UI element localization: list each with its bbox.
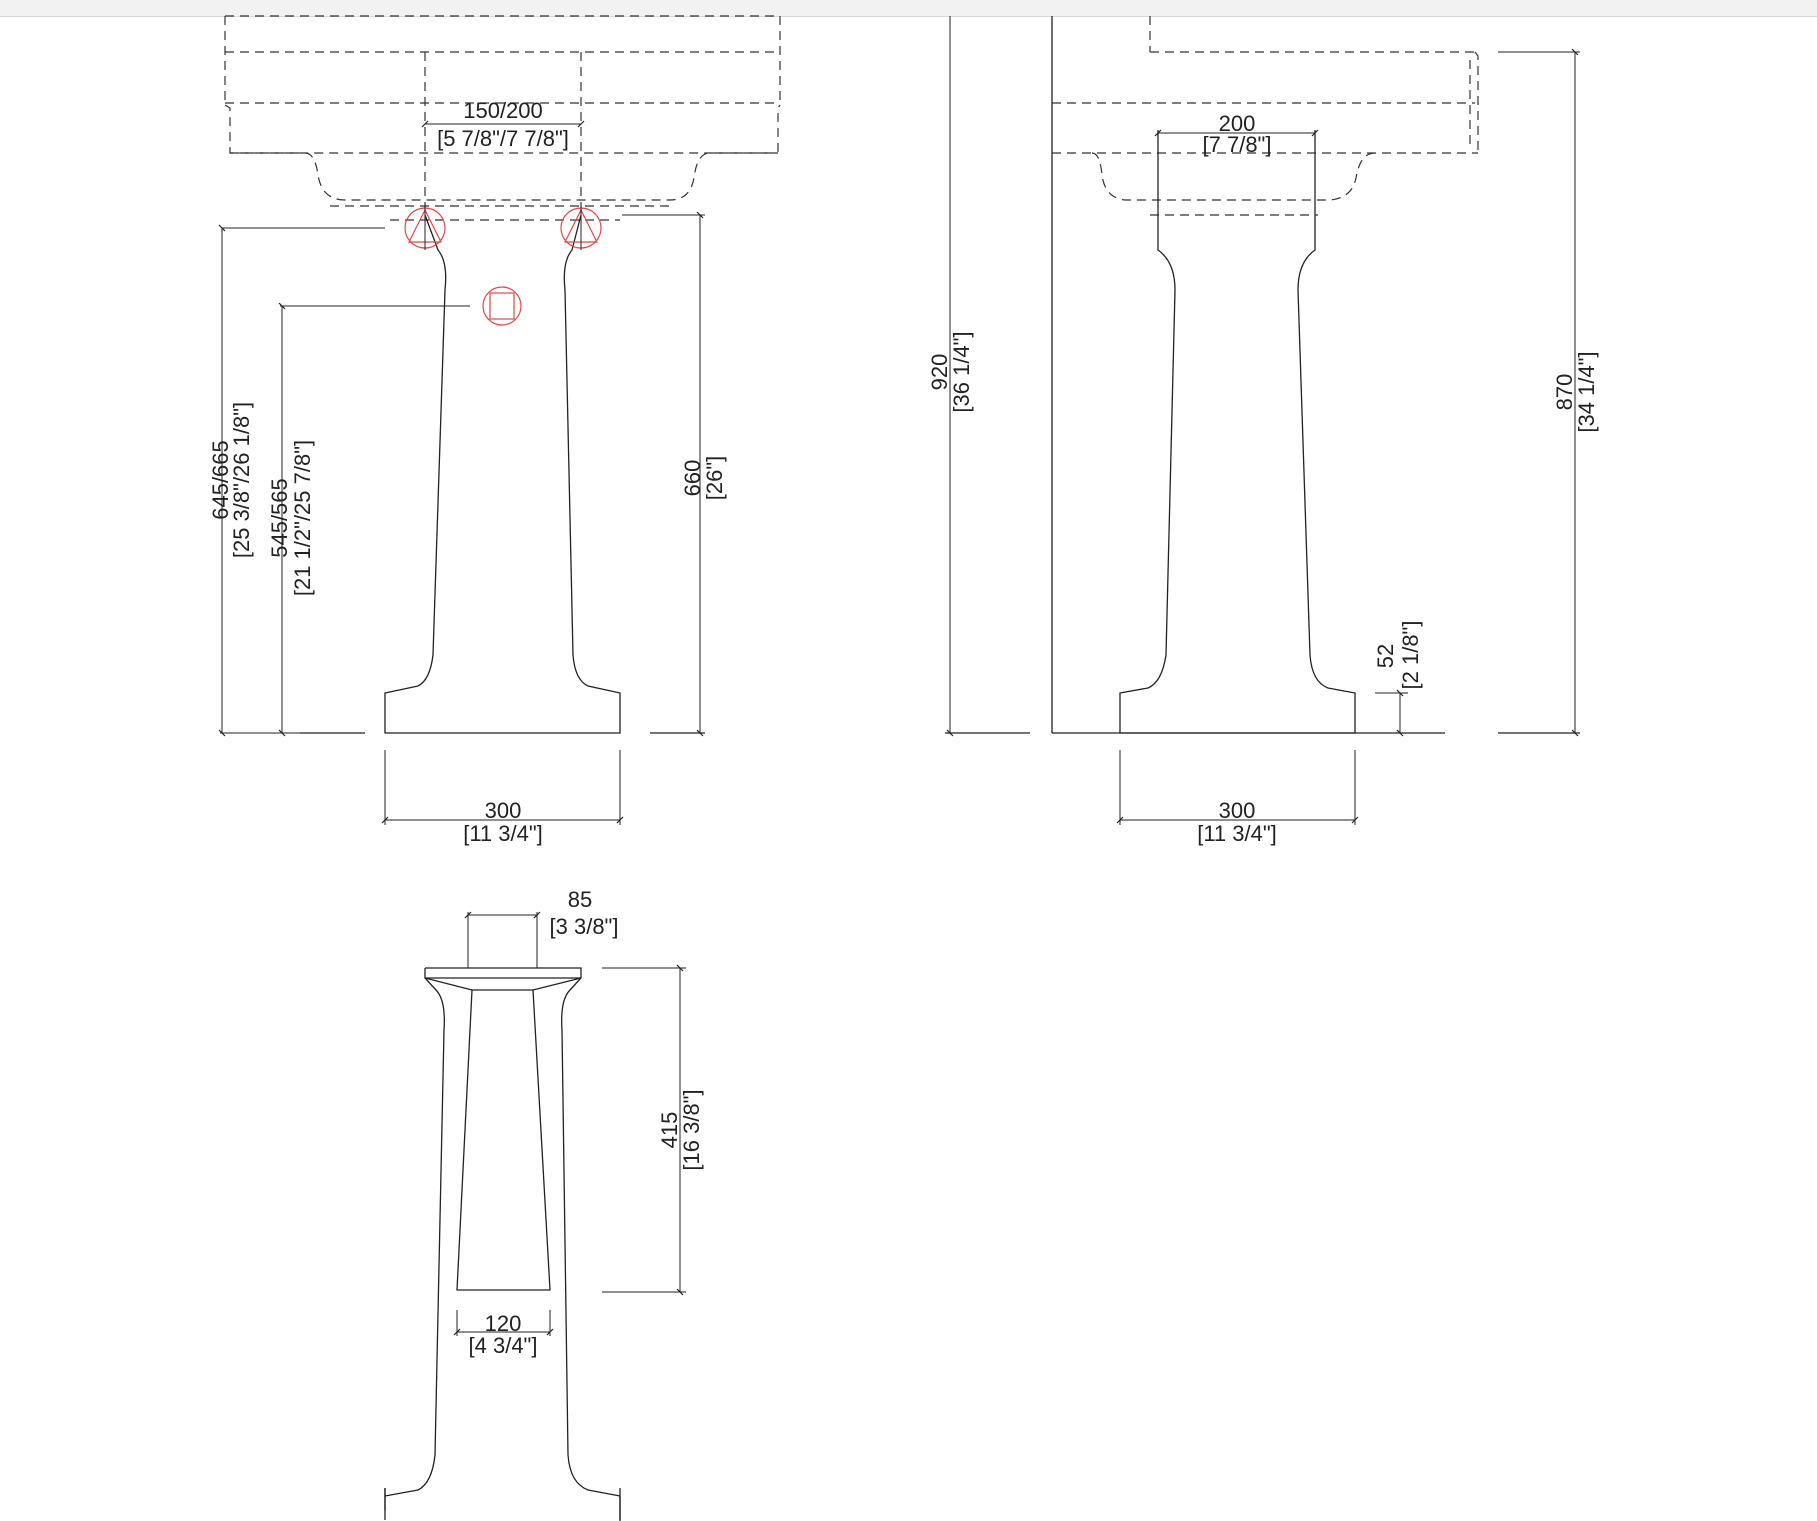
tap-height-mm: 645/665 bbox=[208, 440, 233, 520]
total-height-mm: 920 bbox=[927, 354, 952, 391]
tap-centres-mm: 150/200 bbox=[463, 98, 543, 123]
viewer-top-bar bbox=[0, 0, 1817, 17]
tap-height-in: [25 3/8"/26 1/8"] bbox=[229, 402, 254, 558]
opening-width-in: [4 3/4"] bbox=[469, 1333, 538, 1358]
waste-height-in: [21 1/2"/25 7/8"] bbox=[290, 440, 315, 596]
rear-pedestal-outline bbox=[384, 967, 621, 1521]
pedestal-height-mm: 660 bbox=[680, 460, 705, 497]
rim-height-mm: 870 bbox=[1552, 374, 1577, 411]
opening-height-mm: 415 bbox=[657, 1112, 682, 1149]
side-pedestal-outline bbox=[1119, 215, 1356, 734]
plinth-height-mm: 52 bbox=[1373, 644, 1398, 668]
total-height-in: [36 1/4"] bbox=[949, 331, 974, 412]
opening-height-in: [16 3/8"] bbox=[679, 1089, 704, 1170]
front-base-width-in: [11 3/4"] bbox=[463, 821, 543, 846]
rear-top-width-in: [3 3/8"] bbox=[550, 914, 619, 939]
side-top-width-mm: 200 bbox=[1219, 111, 1256, 136]
front-basin-outline bbox=[224, 15, 781, 221]
side-basin-outline bbox=[1051, 16, 1479, 733]
square-in-circle-icon bbox=[482, 286, 522, 326]
rear-opening bbox=[456, 989, 551, 1291]
side-base-width-in: [11 3/4"] bbox=[1197, 821, 1277, 846]
rear-view: 85 [3 3/8"] 415 [16 3/8"] 120 [4 3/4"] bbox=[384, 887, 704, 1521]
pedestal-height-in: [26"] bbox=[702, 456, 727, 501]
side-base-width-mm: 300 bbox=[1219, 798, 1256, 823]
side-view: 200 [7 7/8"] 920 [36 1/4"] 870 [34 1/4"]… bbox=[927, 16, 1599, 846]
front-pedestal-outline bbox=[384, 214, 621, 734]
tap-centres-in: [5 7/8"/7 7/8"] bbox=[437, 126, 569, 151]
front-view: 150/200 [5 7/8"/7 7/8"] 645/665 [25 3/8"… bbox=[208, 15, 781, 846]
rim-height-in: [34 1/4"] bbox=[1574, 351, 1599, 432]
triangle-in-circle-icon bbox=[404, 205, 446, 250]
triangle-in-circle-icon bbox=[560, 205, 602, 250]
opening-width-mm: 120 bbox=[485, 1311, 522, 1336]
rear-top-width-mm: 85 bbox=[568, 887, 592, 912]
side-top-width-in: [7 7/8"] bbox=[1203, 132, 1272, 157]
plinth-height-in: [2 1/8"] bbox=[1398, 621, 1423, 690]
waste-height-mm: 545/565 bbox=[267, 478, 292, 558]
front-base-width-mm: 300 bbox=[485, 798, 522, 823]
